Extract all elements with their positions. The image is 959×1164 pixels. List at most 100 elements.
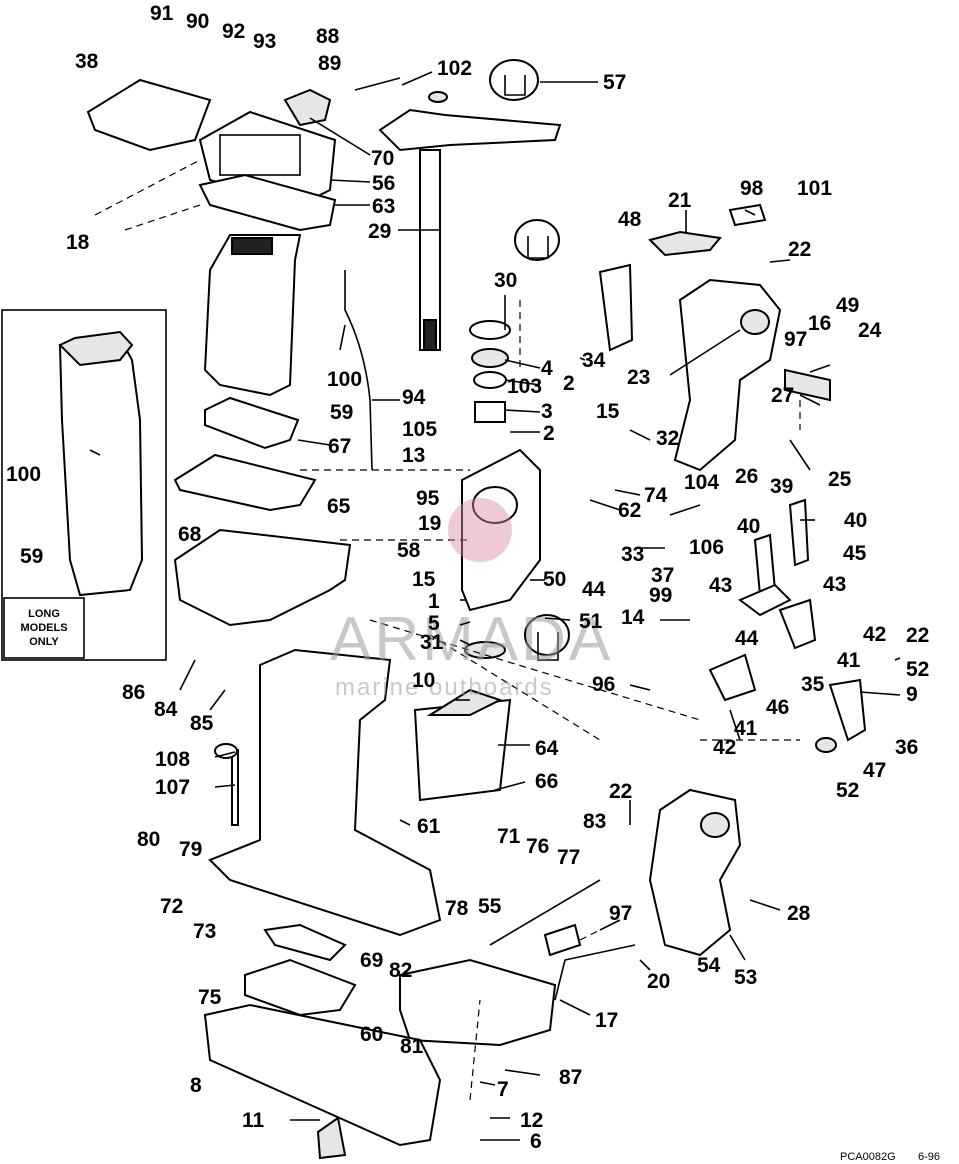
callout-59a: 59 <box>330 401 353 424</box>
callout-21: 21 <box>668 189 692 212</box>
callout-104: 104 <box>684 471 719 494</box>
watermark: ARMADA marine outboards <box>330 498 610 701</box>
callout-41b: 41 <box>734 717 758 740</box>
callout-67: 67 <box>328 435 351 458</box>
callout-79: 79 <box>179 838 202 861</box>
callout-102: 102 <box>437 57 472 80</box>
callout-100a: 100 <box>327 368 362 391</box>
callout-61: 61 <box>417 815 441 838</box>
callout-15b: 15 <box>412 568 436 591</box>
callout-91: 91 <box>150 2 174 25</box>
callout-7: 7 <box>497 1078 509 1101</box>
callout-57: 57 <box>603 71 626 94</box>
callout-94: 94 <box>402 386 426 409</box>
callout-95: 95 <box>416 487 440 510</box>
callout-56: 56 <box>372 172 395 195</box>
callout-97a: 97 <box>784 328 807 351</box>
callout-47: 47 <box>863 759 886 782</box>
callout-85: 85 <box>190 712 214 735</box>
callout-86: 86 <box>122 681 145 704</box>
lower-cover-parts <box>203 923 557 1160</box>
callout-22a: 22 <box>788 238 811 261</box>
callout-39: 39 <box>770 475 793 498</box>
callout-44b: 44 <box>735 627 759 650</box>
callout-40b: 40 <box>844 509 867 532</box>
callout-92: 92 <box>222 20 245 43</box>
callout-89: 89 <box>318 52 341 75</box>
callout-72: 72 <box>160 895 183 918</box>
callout-78: 78 <box>445 897 469 920</box>
callout-38: 38 <box>75 50 99 73</box>
callout-9: 9 <box>906 683 918 706</box>
callout-48: 48 <box>618 208 642 231</box>
callout-83: 83 <box>583 810 606 833</box>
callout-40a: 40 <box>737 515 760 538</box>
callout-12: 12 <box>520 1109 543 1132</box>
leader-lines <box>179 71 901 1141</box>
callout-93: 93 <box>253 30 276 53</box>
callout-87: 87 <box>559 1066 582 1089</box>
callout-105: 105 <box>402 418 437 441</box>
steering-arm <box>283 59 562 351</box>
watermark-subtitle: marine outboards <box>335 674 554 701</box>
callout-52b: 52 <box>836 779 859 802</box>
callout-36: 36 <box>895 736 918 759</box>
callout-8: 8 <box>190 1074 202 1097</box>
callout-3: 3 <box>541 400 553 423</box>
callout-31: 31 <box>420 631 444 654</box>
callout-33: 33 <box>621 543 644 566</box>
figure-code: PCA0082G <box>840 1151 896 1163</box>
callout-60: 60 <box>360 1023 383 1046</box>
inset-note-line2: MODELS <box>20 622 67 634</box>
callout-44a: 44 <box>582 578 606 601</box>
callout-52a: 52 <box>906 658 929 681</box>
callout-97b: 97 <box>609 902 632 925</box>
callout-27: 27 <box>771 384 794 407</box>
callout-45: 45 <box>843 542 867 565</box>
callout-22c: 22 <box>609 780 632 803</box>
callout-35: 35 <box>801 673 825 696</box>
inset-note-line3: ONLY <box>29 636 59 648</box>
callout-11: 11 <box>242 1109 265 1132</box>
callout-34: 34 <box>582 349 606 372</box>
callout-71: 71 <box>497 825 521 848</box>
callout-103: 103 <box>507 375 542 398</box>
callout-14: 14 <box>621 606 645 629</box>
callout-69: 69 <box>360 949 383 972</box>
tilt-lock-mechanism <box>708 498 867 753</box>
callout-101: 101 <box>797 177 832 200</box>
callout-29: 29 <box>368 220 391 243</box>
callout-23: 23 <box>627 366 650 389</box>
callout-labels: 91 90 92 93 88 89 102 57 38 70 56 63 18 … <box>6 2 929 1153</box>
callout-82: 82 <box>389 959 412 982</box>
callout-73: 73 <box>193 920 216 943</box>
callout-6: 6 <box>530 1130 542 1153</box>
upper-mount-plates <box>86 78 337 232</box>
callout-4: 4 <box>541 357 553 380</box>
stern-bracket-port <box>489 788 742 1001</box>
stern-bracket-starboard <box>598 203 831 472</box>
callout-41a: 41 <box>837 649 861 672</box>
callout-100b: 100 <box>6 463 41 486</box>
callout-99: 99 <box>649 584 672 607</box>
callout-88: 88 <box>316 25 340 48</box>
callout-50: 50 <box>543 568 566 591</box>
exhaust-adapter <box>173 528 352 627</box>
callout-37: 37 <box>651 564 674 587</box>
inset-note-line1: LONG <box>28 608 60 620</box>
callout-46: 46 <box>766 696 789 719</box>
callout-58: 58 <box>397 539 421 562</box>
callout-1: 1 <box>428 590 440 613</box>
callout-16: 16 <box>808 312 831 335</box>
callout-96: 96 <box>592 673 615 696</box>
callout-17: 17 <box>595 1009 618 1032</box>
callout-90: 90 <box>186 10 209 33</box>
driveshaft-housing <box>208 648 512 937</box>
callout-10: 10 <box>412 669 435 692</box>
callout-32: 32 <box>656 427 679 450</box>
callout-66: 66 <box>535 770 558 793</box>
callout-84: 84 <box>154 698 178 721</box>
callout-2b: 2 <box>543 422 555 445</box>
water-tube <box>344 270 373 471</box>
